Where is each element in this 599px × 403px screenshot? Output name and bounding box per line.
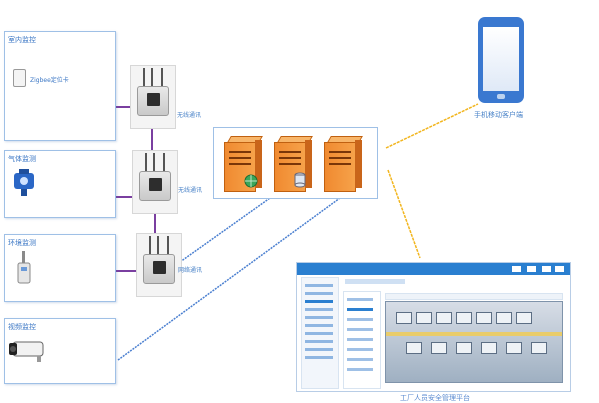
link-gateway-server	[179, 197, 271, 263]
panel-env: 环境监测	[4, 234, 116, 302]
factory-map	[385, 301, 563, 383]
server-icon	[274, 136, 313, 192]
zigbee-card-icon	[13, 69, 26, 87]
gateway-1	[130, 65, 176, 129]
env-sensor-icon	[17, 251, 31, 284]
panel-title-indoor: 室内监控	[8, 36, 36, 44]
gateway-3	[136, 233, 182, 297]
platform-label: 工厂人员安全管理平台	[400, 394, 470, 402]
mobile-client-label: 手机移动客户端	[474, 111, 523, 119]
link-server-platform	[387, 169, 421, 259]
gateway-2	[132, 150, 178, 214]
platform-header	[297, 263, 570, 275]
platform-screenshot	[296, 262, 571, 392]
server-icon	[224, 136, 263, 192]
platform-nav	[301, 277, 339, 389]
panel-gas: 气体监测	[4, 150, 116, 218]
gateway-1-label: 无线通讯	[177, 112, 202, 119]
panel-title-gas: 气体监测	[8, 155, 36, 163]
server-icon	[324, 136, 363, 192]
gateway-2-label: 无线通讯	[178, 187, 203, 194]
zigbee-card-label: Zigbee定位卡	[30, 77, 69, 84]
phone-icon	[478, 17, 524, 103]
platform-list	[343, 291, 381, 389]
gateway-3-label: 网络通讯	[178, 267, 203, 274]
gateway-icon	[143, 254, 175, 284]
camera-icon	[9, 341, 44, 362]
link-server-phone	[385, 103, 479, 149]
database-icon	[294, 172, 306, 188]
panel-title-video: 视频监控	[8, 323, 36, 331]
panel-title-env: 环境监测	[8, 239, 36, 247]
globe-icon	[244, 174, 258, 188]
server-group	[213, 127, 378, 199]
link-camera-server	[117, 197, 341, 361]
gateway-icon	[139, 171, 171, 201]
panel-indoor: 室内监控 Zigbee定位卡	[4, 31, 116, 141]
gas-detector-icon	[14, 169, 34, 196]
gateway-icon	[137, 86, 169, 116]
